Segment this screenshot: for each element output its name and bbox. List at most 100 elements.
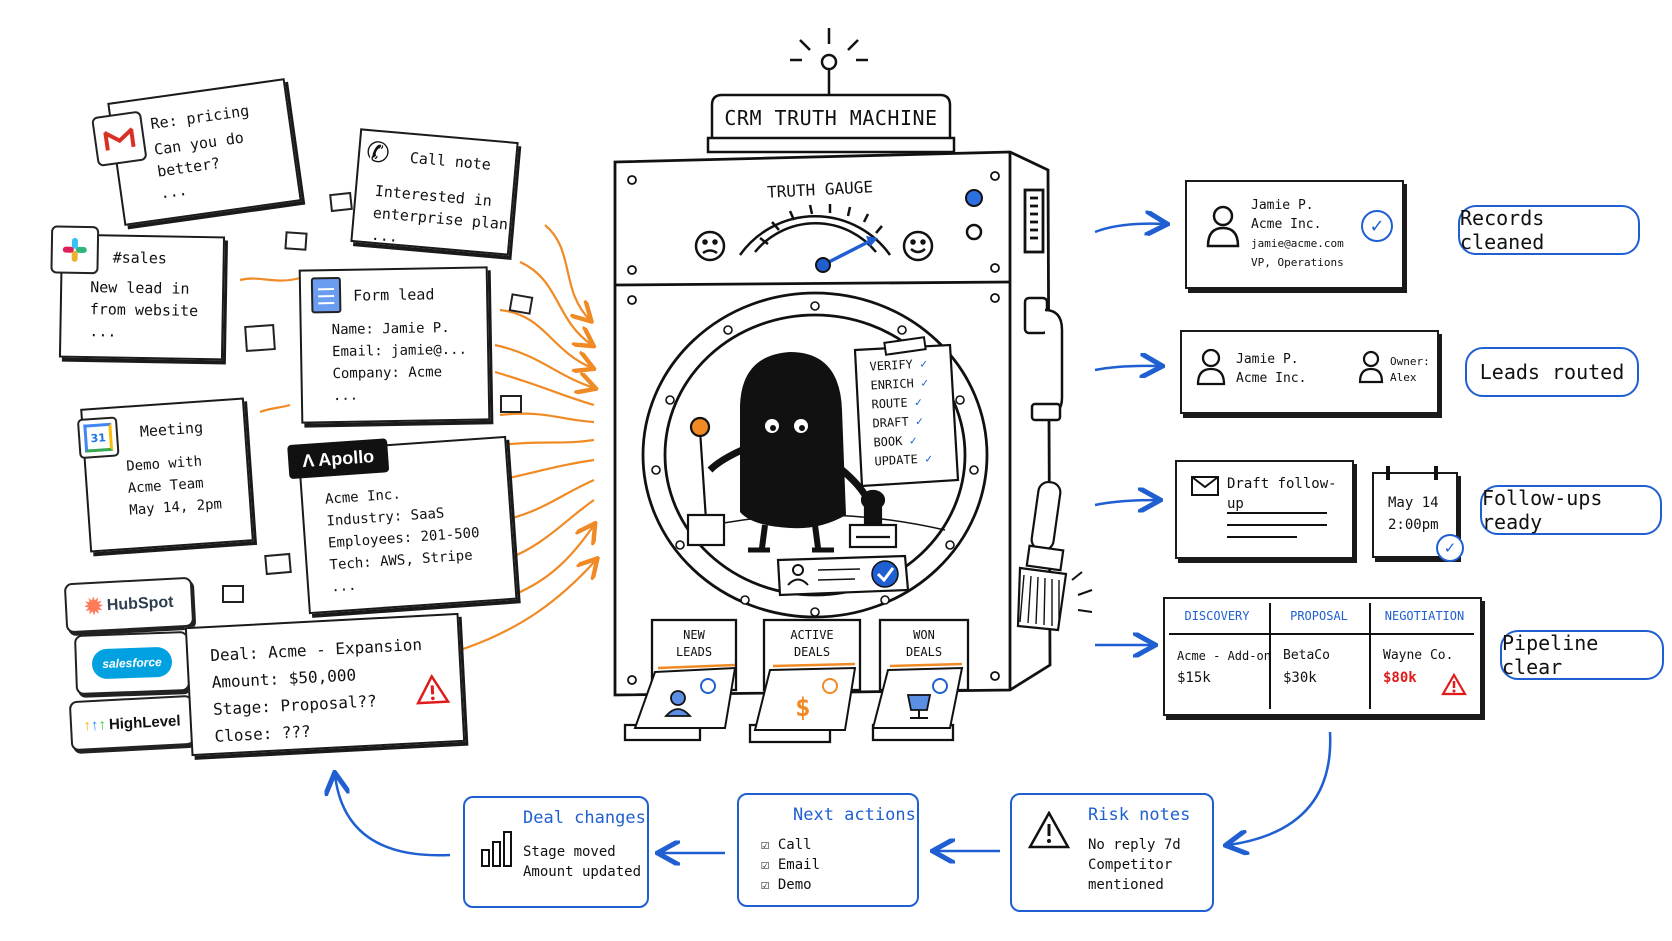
call-note-card[interactable]: ✆ Call note Interested in enterprise pla… bbox=[350, 128, 519, 256]
machine-title: CRM TRUTH MACHINE bbox=[724, 106, 938, 130]
form-lead-field: Email: jamie@... bbox=[331, 341, 468, 361]
gmail-card[interactable]: Re: pricing Can you do better? ... bbox=[91, 78, 302, 226]
slot-new-leads: NEW LEADS bbox=[675, 628, 713, 659]
checkbox-checked-icon: ☑ bbox=[761, 857, 770, 873]
followup-time: 2:00pm bbox=[1388, 517, 1439, 533]
hubspot-logo: ✹HubSpot bbox=[63, 576, 195, 634]
pipeline-deal-name: Wayne Co. bbox=[1383, 648, 1454, 663]
scrap-square bbox=[284, 231, 308, 251]
next-action-item[interactable]: ☑ Call bbox=[761, 837, 812, 853]
ticket-won-deals bbox=[871, 662, 964, 729]
check-icon: ✓ bbox=[919, 356, 928, 371]
call-note-title: Call note bbox=[409, 148, 492, 174]
pipeline-deal-value: $30k bbox=[1283, 670, 1317, 686]
form-lead-field: Company: Acme bbox=[332, 364, 443, 383]
machine-screws bbox=[627, 171, 1000, 685]
slack-line: New lead in bbox=[90, 278, 190, 298]
next-action-item[interactable]: ☑ Demo bbox=[761, 877, 812, 893]
deal-changes-box[interactable]: Deal changes Stage moved Amount updated bbox=[463, 796, 649, 908]
record-card[interactable]: Jamie P. Acme Inc. jamie@acme.com VP, Op… bbox=[1185, 180, 1404, 289]
slack-channel: #sales bbox=[112, 248, 168, 268]
deal-change-line: Amount updated bbox=[523, 864, 642, 880]
next-actions-box[interactable]: Next actions ☑ Call ☑ Email ☑ Demo bbox=[737, 793, 919, 907]
apollo-glyph-icon: Λ bbox=[301, 449, 315, 471]
salesforce-logo: salesforce bbox=[73, 631, 191, 695]
status-light-off bbox=[965, 223, 983, 241]
stamp-tool bbox=[848, 489, 898, 549]
highlevel-arrows-icon: ↑↑↑ bbox=[83, 715, 107, 735]
status-light-blue bbox=[965, 189, 983, 207]
followups-ready-label: Follow-ups ready bbox=[1480, 485, 1662, 535]
risk-note-line: Competitor bbox=[1088, 857, 1173, 873]
pipeline-deal-name: BetaCo bbox=[1283, 648, 1330, 663]
pipeline-board[interactable]: DISCOVERY PROPOSAL NEGOTIATION Acme - Ad… bbox=[1163, 597, 1482, 716]
pipeline-header-line bbox=[1169, 633, 1474, 635]
pipeline-divider bbox=[1269, 603, 1271, 709]
form-lead-field: Name: Jamie P. bbox=[331, 320, 450, 339]
ticket-new-leads bbox=[633, 663, 737, 729]
next-actions-title: Next actions bbox=[793, 805, 916, 825]
scrap-square bbox=[222, 585, 244, 603]
next-action-item[interactable]: ☑ Email bbox=[761, 857, 821, 873]
form-lead-field: ... bbox=[332, 387, 359, 405]
form-lead-title: Form lead bbox=[352, 285, 435, 305]
scrap-square bbox=[264, 552, 292, 576]
lead-routing-card[interactable]: Jamie P. Acme Inc. Owner: Alex bbox=[1180, 330, 1439, 414]
draft-line bbox=[1227, 524, 1327, 526]
check-icon: ✓ bbox=[924, 451, 933, 466]
pipeline-deal-value-alert: $80k bbox=[1383, 670, 1417, 686]
pipeline-clear-label: Pipeline clear bbox=[1500, 630, 1664, 680]
bar-chart-icon bbox=[479, 828, 517, 872]
records-cleaned-label: Records cleaned bbox=[1458, 205, 1640, 255]
draft-followup-title: Draft follow-up bbox=[1227, 476, 1337, 512]
hubspot-sprocket-icon: ✹ bbox=[83, 593, 104, 620]
person-icon bbox=[1196, 348, 1226, 390]
envelope-icon bbox=[1191, 476, 1219, 500]
draft-line bbox=[1227, 536, 1297, 538]
highlevel-logo: ↑↑↑HighLevel bbox=[68, 694, 196, 752]
ticket-active-deals: $ bbox=[753, 662, 857, 731]
draft-followup-card[interactable]: Draft follow-up bbox=[1175, 460, 1354, 559]
slot-won-deals: WON DEALS bbox=[905, 628, 943, 659]
risk-note-line: No reply 7d bbox=[1088, 837, 1181, 853]
followup-date: May 14 bbox=[1388, 495, 1439, 511]
brush-icon bbox=[1016, 480, 1093, 632]
checklist-item: UPDATE ✓ bbox=[874, 451, 933, 469]
record-name: Jamie P. bbox=[1251, 198, 1314, 213]
scheduled-check-icon: ✓ bbox=[1436, 534, 1464, 562]
risk-notes-box[interactable]: Risk notes No reply 7d Competitor mentio… bbox=[1010, 793, 1214, 912]
pipeline-col-discovery: DISCOVERY bbox=[1184, 609, 1250, 623]
calendar-card[interactable]: May 14 2:00pm ✓ bbox=[1372, 466, 1464, 562]
check-icon: ✓ bbox=[909, 433, 918, 448]
draft-line bbox=[1227, 512, 1327, 514]
lever bbox=[686, 416, 726, 547]
meeting-card[interactable]: 31 Meeting Demo with Acme Team May 14, 2… bbox=[76, 397, 254, 553]
calendar-icon: 31 bbox=[76, 416, 120, 460]
person-icon bbox=[1205, 204, 1241, 252]
meeting-title: Meeting bbox=[139, 418, 204, 441]
slack-card[interactable]: #sales New lead in from website ... bbox=[50, 225, 226, 361]
checkbox-checked-icon: ☑ bbox=[761, 877, 770, 893]
pipeline-col-proposal: PROPOSAL bbox=[1290, 609, 1348, 623]
deal-changes-title: Deal changes bbox=[523, 808, 646, 828]
robot-character bbox=[707, 352, 872, 553]
gauge-needle bbox=[822, 238, 873, 267]
record-email: jamie@acme.com bbox=[1251, 237, 1344, 250]
form-lead-card[interactable]: Form lead Name: Jamie P. Email: jamie@..… bbox=[298, 266, 491, 424]
risk-note-line: mentioned bbox=[1088, 877, 1164, 893]
warning-icon bbox=[1027, 810, 1071, 853]
slack-line: from website bbox=[89, 300, 199, 320]
leads-routed-label: Leads routed bbox=[1465, 347, 1639, 397]
scrap-square bbox=[508, 293, 534, 315]
scrap-square bbox=[500, 395, 522, 413]
document-icon bbox=[310, 276, 342, 314]
phone-icon: ✆ bbox=[364, 134, 392, 170]
lead-name: Jamie P. bbox=[1236, 352, 1299, 367]
gmail-icon bbox=[91, 110, 148, 167]
deal-card[interactable]: Deal: Acme - Expansion Amount: $50,000 S… bbox=[184, 612, 466, 757]
checklist-clipboard bbox=[853, 336, 960, 488]
check-icon: ✓ bbox=[920, 375, 929, 390]
antenna bbox=[790, 28, 868, 95]
